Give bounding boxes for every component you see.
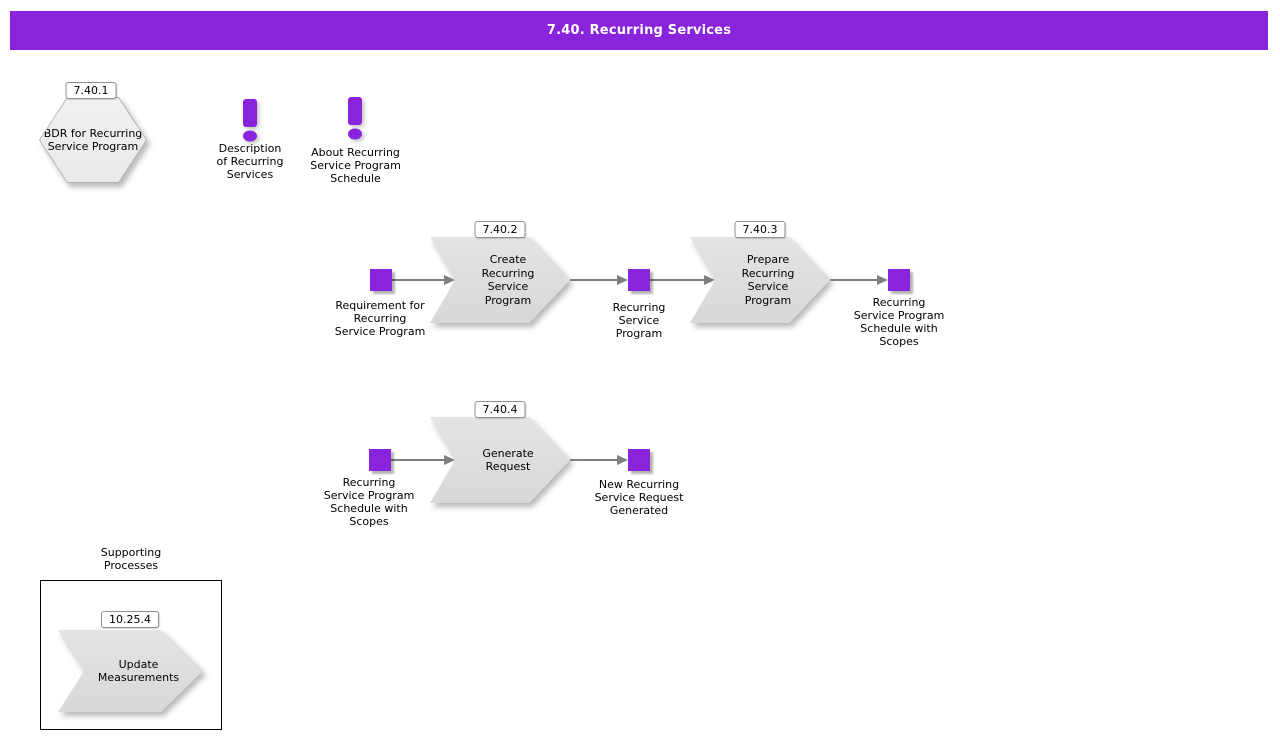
exclamation-icon[interactable] bbox=[342, 95, 368, 145]
flow-arrow bbox=[392, 274, 455, 286]
hexagon-label: BDR for Recurring Service Program bbox=[40, 98, 146, 182]
hexagon-border: BDR for Recurring Service Program bbox=[39, 97, 147, 183]
arrow-line bbox=[570, 279, 620, 281]
arrow-head-icon bbox=[444, 455, 455, 465]
flow-arrow bbox=[830, 274, 888, 286]
arrow-head-icon bbox=[877, 275, 888, 285]
shape-tag-7404: 7.40.4 bbox=[474, 401, 526, 418]
shape-tag-7402: 7.40.2 bbox=[474, 221, 526, 238]
arrow-line bbox=[570, 459, 620, 461]
connector-square bbox=[888, 269, 910, 291]
note-label-about: About Recurring Service Program Schedule bbox=[310, 146, 401, 185]
flow2-input-label: Recurring Service Program Schedule with … bbox=[323, 476, 415, 528]
connector-square bbox=[370, 269, 392, 291]
arrow-head-icon bbox=[444, 275, 455, 285]
connector-square bbox=[628, 449, 650, 471]
shape-tag-7401: 7.40.1 bbox=[65, 82, 117, 99]
note-label-description: Description of Recurring Services bbox=[216, 142, 284, 181]
shape-tag-10254: 10.25.4 bbox=[101, 611, 159, 628]
arrow-head-icon bbox=[617, 455, 628, 465]
flow-arrow bbox=[391, 454, 455, 466]
process-step-update-measurements[interactable]: Update Measurements bbox=[58, 630, 203, 712]
connector-square bbox=[369, 449, 391, 471]
shape-tag-7403: 7.40.3 bbox=[734, 221, 786, 238]
arrow-line bbox=[650, 279, 707, 281]
exclamation-icon[interactable] bbox=[237, 97, 263, 147]
page-title: 7.40. Recurring Services bbox=[546, 23, 732, 38]
process-step-generate-request[interactable]: Generate Request bbox=[430, 417, 570, 503]
flow-arrow bbox=[570, 454, 628, 466]
arrow-line bbox=[830, 279, 880, 281]
flow1-output-label: Recurring Service Program Schedule with … bbox=[853, 296, 945, 348]
flow-arrow bbox=[570, 274, 628, 286]
arrow-line bbox=[392, 279, 447, 281]
diagram-title-bar: 7.40. Recurring Services bbox=[10, 11, 1268, 50]
arrow-head-icon bbox=[617, 275, 628, 285]
flow1-input-label: Requirement for Recurring Service Progra… bbox=[334, 299, 426, 338]
flow-arrow bbox=[650, 274, 715, 286]
chevron-label: Update Measurements bbox=[58, 630, 203, 712]
supporting-processes-title: Supporting Processes bbox=[100, 546, 162, 572]
flow1-mid-label: Recurring Service Program bbox=[612, 301, 666, 340]
start-hexagon-bdr[interactable]: BDR for Recurring Service Program bbox=[39, 97, 147, 183]
arrow-line bbox=[391, 459, 447, 461]
arrow-head-icon bbox=[704, 275, 715, 285]
connector-square bbox=[628, 269, 650, 291]
flow2-output-label: New Recurring Service Request Generated bbox=[594, 478, 684, 517]
